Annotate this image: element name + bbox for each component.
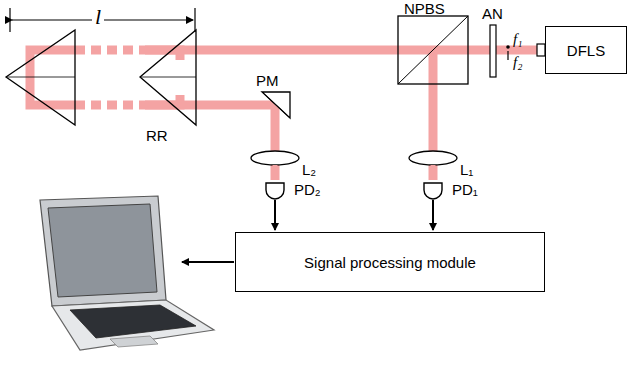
laptop <box>40 196 214 350</box>
part-name: AN <box>482 6 503 21</box>
lens <box>251 151 299 165</box>
beam-splitter <box>398 16 468 84</box>
polarization-dot <box>506 45 510 49</box>
part-name: NPBS <box>404 1 445 16</box>
prism-mirror <box>262 92 290 118</box>
part-name: L₁ <box>460 162 473 177</box>
polarization-tick <box>507 51 508 60</box>
frequency-label: f₂ <box>513 55 522 70</box>
laser-beam <box>431 165 436 180</box>
beam-splitter-diagonal <box>398 16 468 84</box>
part-name: RR <box>146 128 168 143</box>
laser-source-box: DFLS <box>545 26 627 74</box>
part-name: PD₂ <box>294 182 321 197</box>
photodetector <box>266 183 284 199</box>
signal-arrow <box>432 200 434 230</box>
node-text: DFLS <box>567 42 605 59</box>
laser-aperture <box>537 44 545 56</box>
laser-beam <box>273 165 278 180</box>
length-symbol: l <box>92 6 104 28</box>
prism-mirror-face <box>262 92 290 118</box>
part-name: L₂ <box>302 162 316 177</box>
part-name: PM <box>256 73 279 88</box>
node-text: Signal processing module <box>304 254 476 271</box>
signal-arrow <box>182 261 234 263</box>
process-box: Signal processing module <box>235 232 545 292</box>
signal-arrow <box>274 200 276 230</box>
laser-beam <box>30 50 540 180</box>
photodetector <box>424 183 442 199</box>
part-name: PD₁ <box>452 182 478 197</box>
lens <box>409 151 457 165</box>
frequency-label: f₁ <box>513 32 522 47</box>
retroreflector <box>6 30 196 125</box>
analyzer-plate <box>490 25 496 77</box>
